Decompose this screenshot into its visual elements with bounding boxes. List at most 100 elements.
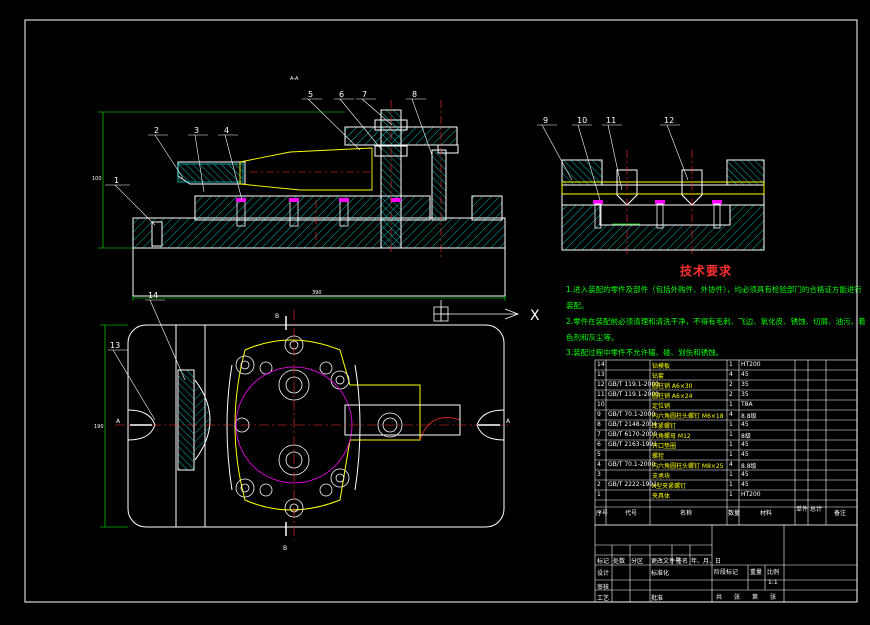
bom-cell: 10	[597, 401, 605, 408]
balloon-2: 2	[154, 126, 159, 135]
bom-header-total: 总计	[810, 506, 823, 513]
balloon-8: 8	[412, 90, 417, 99]
front-dim-width: 390	[312, 290, 322, 296]
section-mark-a-right: A	[506, 418, 511, 425]
balloon-1: 1	[114, 176, 119, 185]
bom-cell: 4	[597, 461, 601, 468]
tb-label-total-sheets: 共	[716, 594, 723, 601]
bom-header-name: 名称	[680, 510, 693, 517]
tech-requirement-line: 色剂和灰尘等。	[566, 333, 619, 342]
bom-cell: 4	[729, 371, 733, 378]
bom-cell: 2	[597, 481, 601, 488]
bom-cell: 8级	[741, 433, 751, 440]
balloon-4: 4	[224, 126, 229, 135]
tb-label-approve: 批准	[651, 595, 664, 602]
bom-cell: 1	[729, 361, 733, 368]
bom-cell: GB/T 6170-2000	[608, 431, 658, 438]
tb-scale-value: 1:1	[768, 579, 778, 586]
balloon-leaders	[105, 98, 689, 421]
bom-cell: 6	[597, 441, 601, 448]
bom-cell: 2	[729, 391, 733, 398]
balloon-9: 9	[543, 116, 548, 125]
bom-cell: 1	[729, 401, 733, 408]
tb-label-sheet-unit-1: 张	[734, 594, 741, 601]
bom-header-code: 代号	[625, 510, 638, 517]
front-base-lower	[132, 247, 506, 297]
balloon-14: 14	[148, 291, 158, 300]
tb-label-count: 处数	[613, 558, 626, 565]
tb-label-date: 年、月、日	[691, 558, 722, 565]
front-base-body	[132, 217, 506, 249]
tb-label-design: 设计	[597, 570, 610, 577]
bom-cell: 3	[597, 471, 601, 478]
bom-header-qty: 数量	[728, 510, 741, 517]
bom-cell: HT200	[741, 491, 761, 498]
bom-cell: 1	[729, 451, 733, 458]
plan-dim-height: 190	[94, 424, 104, 430]
bom-cell: GB/T 119.1-2000	[608, 381, 659, 388]
bom-cell: 钻套	[652, 373, 665, 380]
bom-cell: GB/T 2163-1991	[608, 441, 658, 448]
bom-cell: 六角螺母 M12	[652, 433, 691, 440]
tech-requirements-title: 技术要求	[680, 264, 733, 278]
front-press-screw	[431, 149, 447, 221]
bom-cell: 8	[597, 421, 601, 428]
side-drill-plate	[561, 181, 765, 195]
tech-requirement-line: 3.装配过程中零件不允许磕、碰、划伤和锈蚀。	[566, 348, 724, 357]
bom-cell: 螺栓	[652, 453, 665, 460]
tb-label-zone: 分区	[631, 558, 644, 565]
bom-cell: GB/T 70.1-2000	[608, 411, 656, 418]
tb-label-sheet-no: 第	[752, 594, 759, 601]
plan-view	[100, 310, 510, 540]
bom-cell: 2	[729, 381, 733, 388]
bom-cell: 开口垫圈	[652, 443, 677, 450]
balloon-10: 10	[577, 116, 587, 125]
bom-cell: HT200	[741, 361, 761, 368]
bom-cell: 8.8级	[741, 463, 757, 470]
balloon-5: 5	[308, 90, 313, 99]
bom-cell: A型夹紧螺钉	[652, 483, 687, 490]
bom-cell: 1	[729, 421, 733, 428]
tech-requirement-line: 装配。	[566, 301, 589, 310]
bom-cell: 45	[741, 481, 749, 488]
section-mark-b-bottom: B	[283, 545, 287, 552]
bom-cell: 45	[741, 371, 749, 378]
bom-cell: 7	[597, 431, 601, 438]
plan-base-outline	[127, 324, 505, 528]
bom-cell: 内六角圆柱头螺钉 M8×25	[652, 463, 724, 470]
ucs-icon	[433, 300, 520, 322]
bom-cell: 45	[741, 471, 749, 478]
tech-requirement-line: 2.零件在装配前必须清理和清洗干净，不得有毛刺、飞边、氧化皮、锈蚀、切屑、油污、…	[566, 317, 866, 326]
balloon-12: 12	[664, 116, 674, 125]
tb-label-scale: 比例	[767, 569, 780, 576]
bom-cell: T8A	[741, 401, 753, 408]
ucs-x-label: X	[530, 308, 540, 324]
balloon-6: 6	[339, 90, 344, 99]
tb-label-signature: 签名	[676, 558, 689, 565]
bom-cell: 1	[597, 491, 601, 498]
bom-cell: 夹具体	[652, 493, 671, 500]
balloon-11: 11	[606, 116, 616, 125]
bom-cell: 9	[597, 411, 601, 418]
tech-requirement-line: 1.进入装配的零件及部件（包括外购件、外协件），均必须具有检验部门的合格证方能进…	[566, 285, 862, 294]
tb-label-sheet-unit-2: 张	[770, 594, 777, 601]
bom-cell: 1	[729, 441, 733, 448]
bom-cell: 11	[597, 391, 605, 398]
bom-cell: 4	[729, 411, 733, 418]
front-view	[98, 100, 506, 301]
balloon-numbers: 1 2 3 4 5 6 7 8 9 10 11 12 13 14	[110, 90, 674, 350]
bom-cell: 1	[729, 431, 733, 438]
bom-cell: 1	[729, 481, 733, 488]
bom-cell: 4	[729, 461, 733, 468]
front-section-label: A-A	[290, 76, 299, 82]
bom-cell: 8.8级	[741, 413, 757, 420]
bom-cell: 13	[597, 371, 605, 378]
bom-cell: 支承块	[652, 473, 671, 480]
bom-cell: 内六角圆柱头螺钉 M6×18	[652, 413, 724, 420]
bom-cell: 定位销	[652, 403, 671, 410]
tb-label-review: 审核	[597, 584, 610, 591]
balloon-7: 7	[362, 90, 367, 99]
bom-cell: 1	[729, 471, 733, 478]
bom-cell: 圆柱销 A6×30	[652, 383, 693, 390]
